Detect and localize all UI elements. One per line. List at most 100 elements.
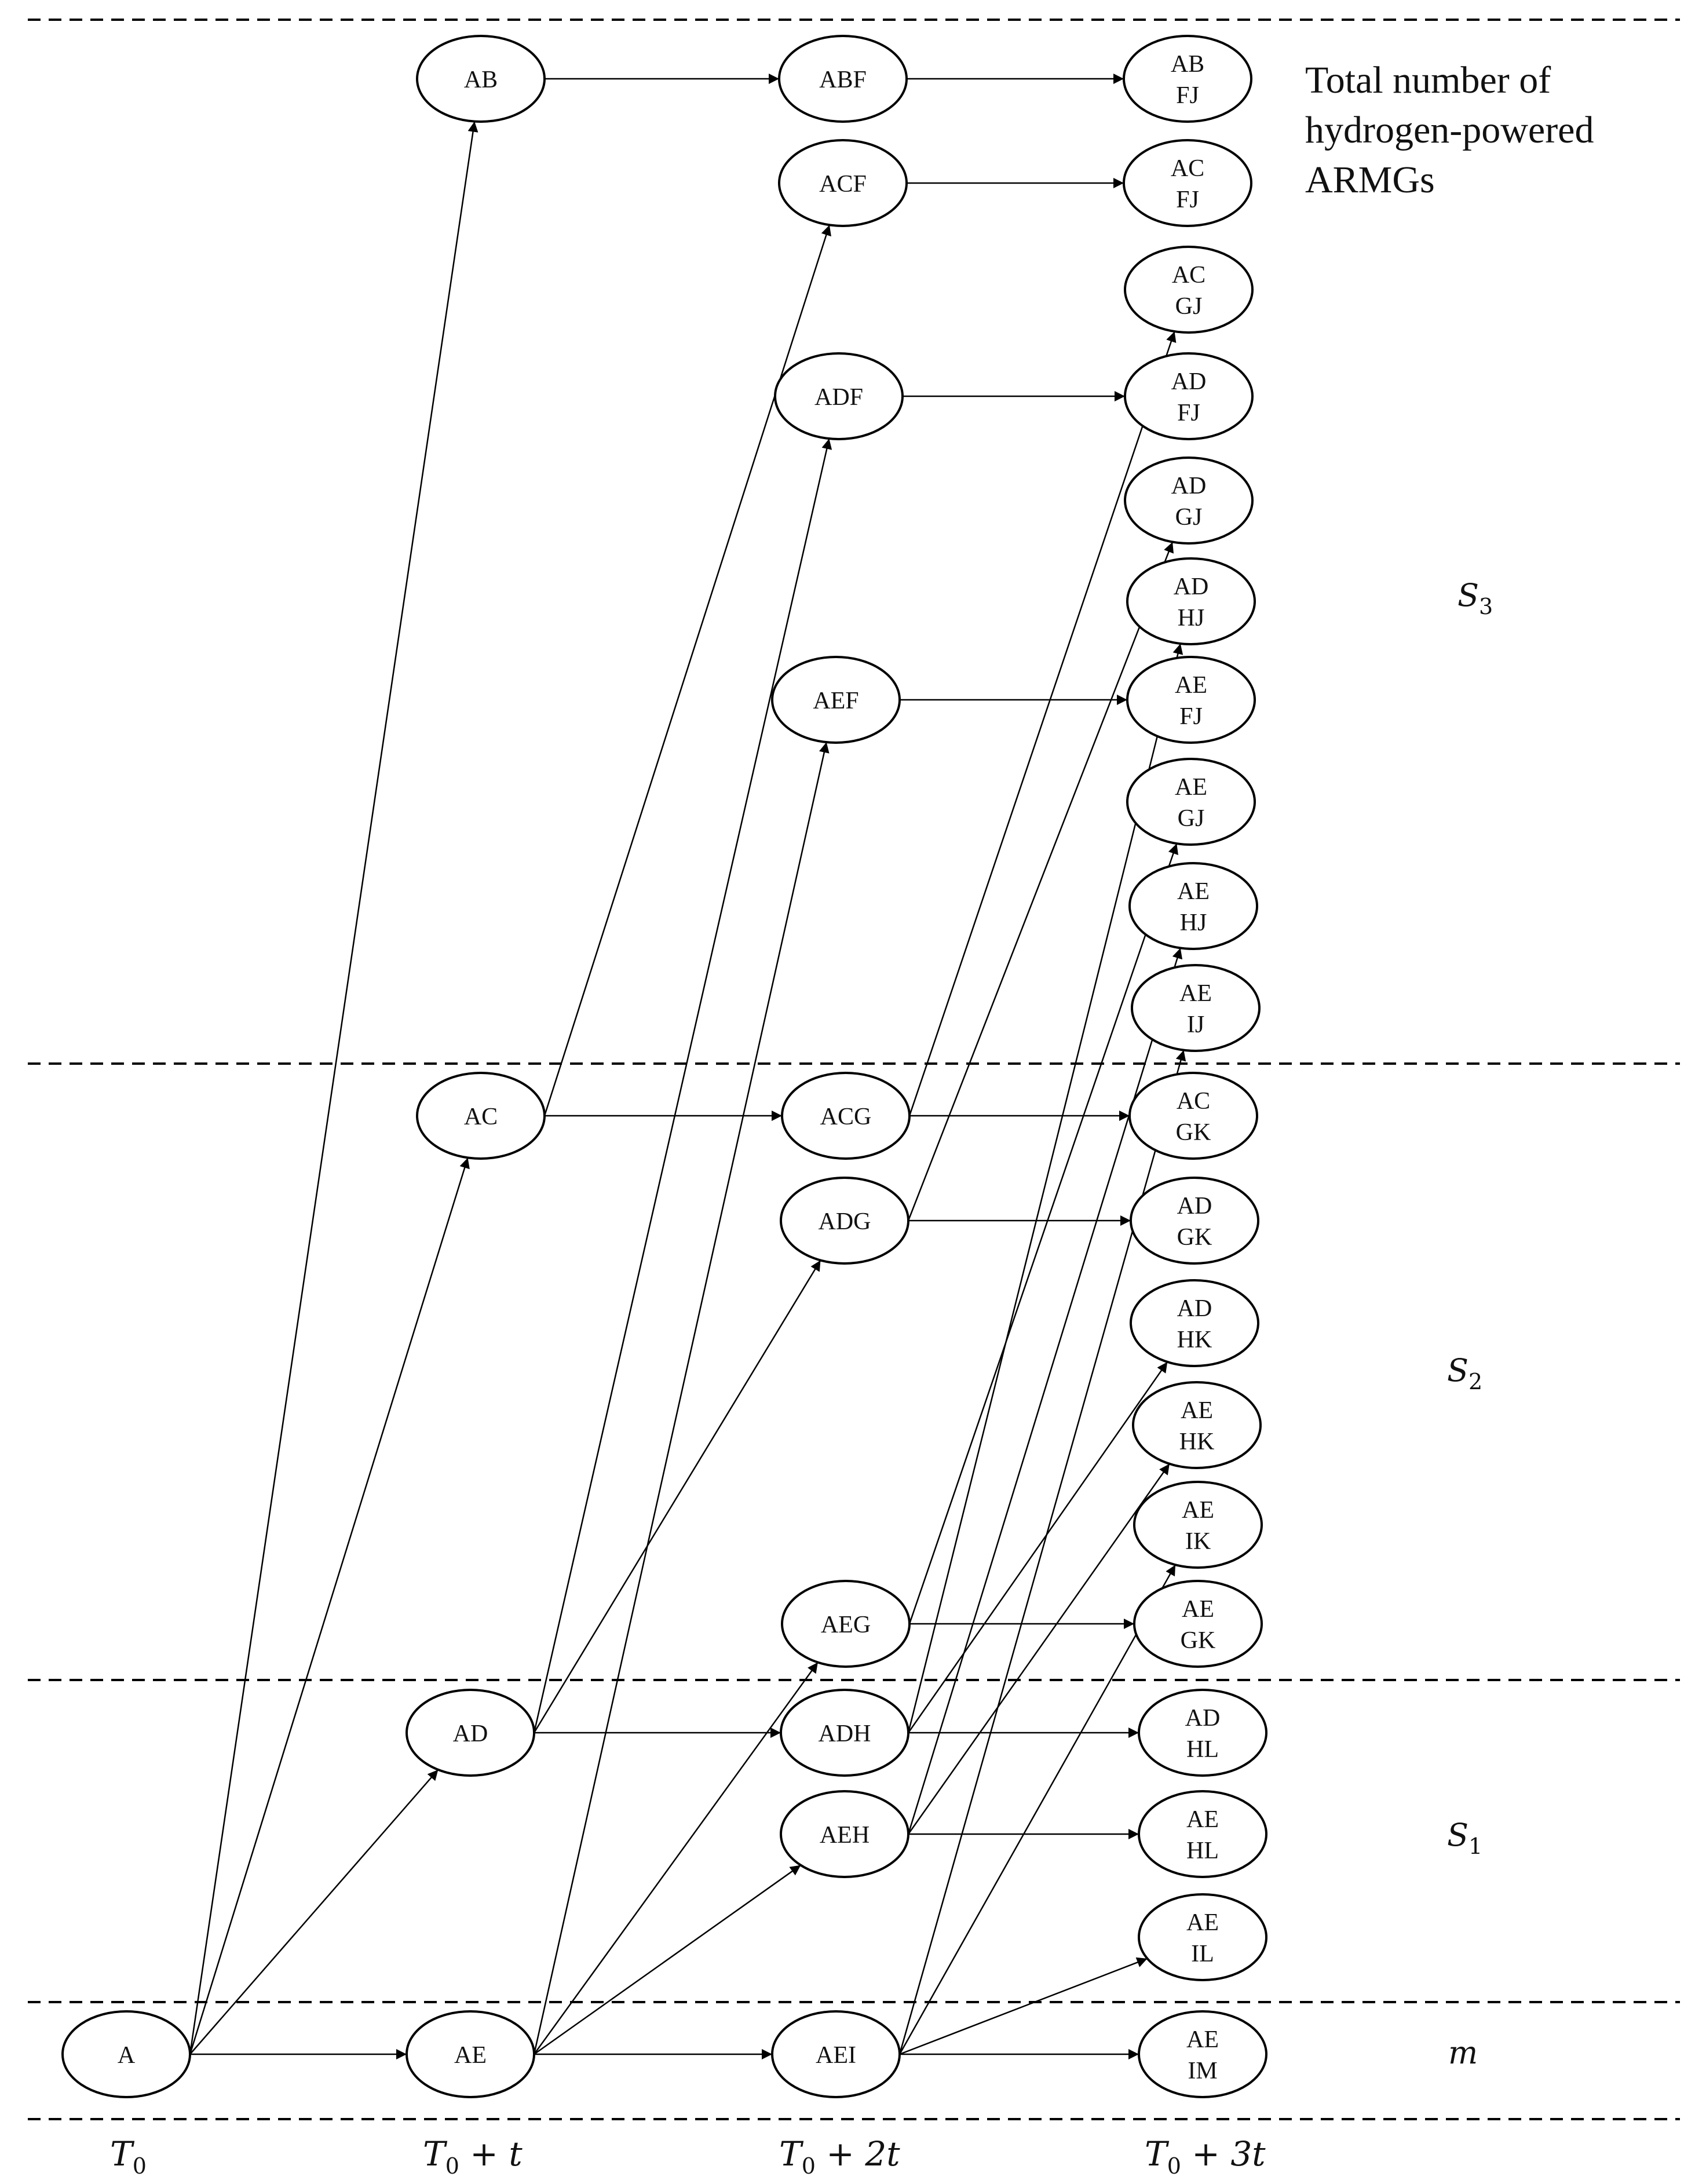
- node-adh: ADH: [780, 1689, 909, 1777]
- node-ellipse: [1133, 1580, 1263, 1668]
- node-label-line: AE: [454, 2042, 487, 2069]
- node-ellipse: [416, 35, 546, 123]
- node-ellipse: [780, 1689, 909, 1777]
- node-adg: ADG: [780, 1177, 909, 1265]
- node-aeh: AEH: [780, 1790, 909, 1878]
- node-label-line: GK: [1176, 1119, 1211, 1146]
- time-label-t0-plus-t: T0 + t: [423, 2134, 523, 2179]
- node-ac: AC: [416, 1072, 546, 1160]
- node-ellipse: [778, 35, 908, 123]
- node-ad: AD: [406, 1689, 535, 1777]
- legend-title-line-2: hydrogen-powered: [1305, 109, 1594, 151]
- legend-title-line-3: ARMGs: [1305, 159, 1435, 201]
- node-adf: ADF: [774, 352, 904, 440]
- node-label-line: GK: [1177, 1224, 1212, 1251]
- edge-a-to-ac: [189, 1157, 470, 2055]
- node-label-line: FJ: [1177, 400, 1200, 426]
- node-label-line: IK: [1185, 1528, 1211, 1555]
- node-label-line: AEH: [820, 1822, 870, 1849]
- node-aeil: AE IL: [1138, 1893, 1267, 1981]
- node-label-line: ADF: [814, 384, 863, 411]
- node-label-line: AD: [1171, 473, 1207, 499]
- node-abf: ABF: [778, 35, 908, 123]
- node-aeik: AE IK: [1133, 1481, 1263, 1569]
- time-label-t0-plus-2t: T0 + 2t: [779, 2134, 900, 2179]
- node-aeg: AEG: [781, 1580, 911, 1668]
- edge-aeh-to-aehk: [907, 1463, 1170, 1835]
- node-acfj: AC FJ: [1123, 139, 1252, 227]
- node-label-line: IJ: [1187, 1011, 1204, 1038]
- node-ellipse: [1132, 1381, 1262, 1469]
- node-a: A: [61, 2010, 191, 2098]
- node-ellipse: [771, 656, 901, 744]
- node-ab: AB: [416, 35, 546, 123]
- node-label-line: GJ: [1175, 293, 1203, 320]
- node-label-line: FJ: [1176, 82, 1199, 109]
- node-label-line: HK: [1179, 1429, 1215, 1455]
- node-label-line: AE: [1177, 878, 1210, 905]
- band-label-s1: S1: [1447, 1817, 1482, 1859]
- node-ellipse: [61, 2010, 191, 2098]
- node-ellipse: [774, 352, 904, 440]
- nodes: AABACADAEABFACFADFAEFACGADGAEGADHAEHAEIA…: [61, 35, 1267, 2098]
- edge-ae-to-aef: [533, 742, 830, 2055]
- node-ellipse: [771, 2010, 901, 2098]
- node-ellipse: [778, 139, 908, 227]
- node-ellipse: [416, 1072, 546, 1160]
- node-label-line: ADH: [819, 1721, 871, 1747]
- band-label-s2: S2: [1447, 1352, 1482, 1394]
- node-label-line: GK: [1181, 1627, 1216, 1654]
- node-label-line: HL: [1186, 1838, 1219, 1864]
- node-label-line: AE: [1186, 1806, 1219, 1833]
- node-ellipse: [1123, 35, 1252, 123]
- node-label-line: ACG: [820, 1104, 872, 1130]
- node-label-line: HJ: [1178, 605, 1205, 631]
- node-label-line: AC: [1171, 155, 1204, 182]
- node-acg: ACG: [781, 1072, 911, 1160]
- node-aefj: AE FJ: [1126, 656, 1256, 744]
- node-label-line: AE: [1175, 672, 1207, 699]
- node-label-line: AE: [1182, 1497, 1214, 1524]
- node-ellipse: [1128, 1072, 1258, 1160]
- node-label-line: AD: [1174, 574, 1209, 600]
- node-label-line: AEF: [813, 688, 859, 714]
- legend-title: Total number of hydrogen-powered ARMGs: [1305, 59, 1603, 201]
- node-label-line: AE: [1186, 1909, 1219, 1936]
- node-ellipse: [781, 1072, 911, 1160]
- node-aehl: AE HL: [1138, 1790, 1267, 1878]
- time-label-t0: T0: [110, 2134, 147, 2179]
- edge-ad-to-adg: [533, 1259, 821, 1733]
- node-label-line: AC: [464, 1104, 498, 1130]
- node-label-line: AE: [1182, 1596, 1214, 1623]
- node-label-line: AD: [1185, 1705, 1221, 1732]
- node-label-line: HJ: [1180, 910, 1207, 936]
- node-label-line: AE: [1179, 980, 1212, 1007]
- node-aegk: AE GK: [1133, 1580, 1263, 1668]
- node-ellipse: [781, 1580, 911, 1668]
- edge-aeh-to-aehj: [907, 948, 1183, 1835]
- node-label-line: FJ: [1176, 187, 1199, 213]
- node-ellipse: [1130, 1279, 1259, 1367]
- node-label-line: FJ: [1179, 703, 1203, 730]
- node-ellipse: [1124, 352, 1254, 440]
- node-label-line: ACF: [819, 171, 867, 198]
- node-ellipse: [1123, 139, 1252, 227]
- node-ellipse: [1133, 1481, 1263, 1569]
- node-ellipse: [1138, 1790, 1267, 1878]
- node-ellipse: [780, 1177, 909, 1265]
- node-ellipse: [1126, 557, 1256, 645]
- edge-acg-to-acgj: [908, 331, 1177, 1116]
- node-ellipse: [780, 1790, 909, 1878]
- edge-adh-to-adhj: [907, 643, 1183, 1733]
- edge-aeg-to-aegj: [908, 843, 1178, 1624]
- node-ellipse: [1130, 1177, 1259, 1265]
- node-ellipse: [1131, 964, 1261, 1052]
- node-label-line: IL: [1191, 1941, 1214, 1967]
